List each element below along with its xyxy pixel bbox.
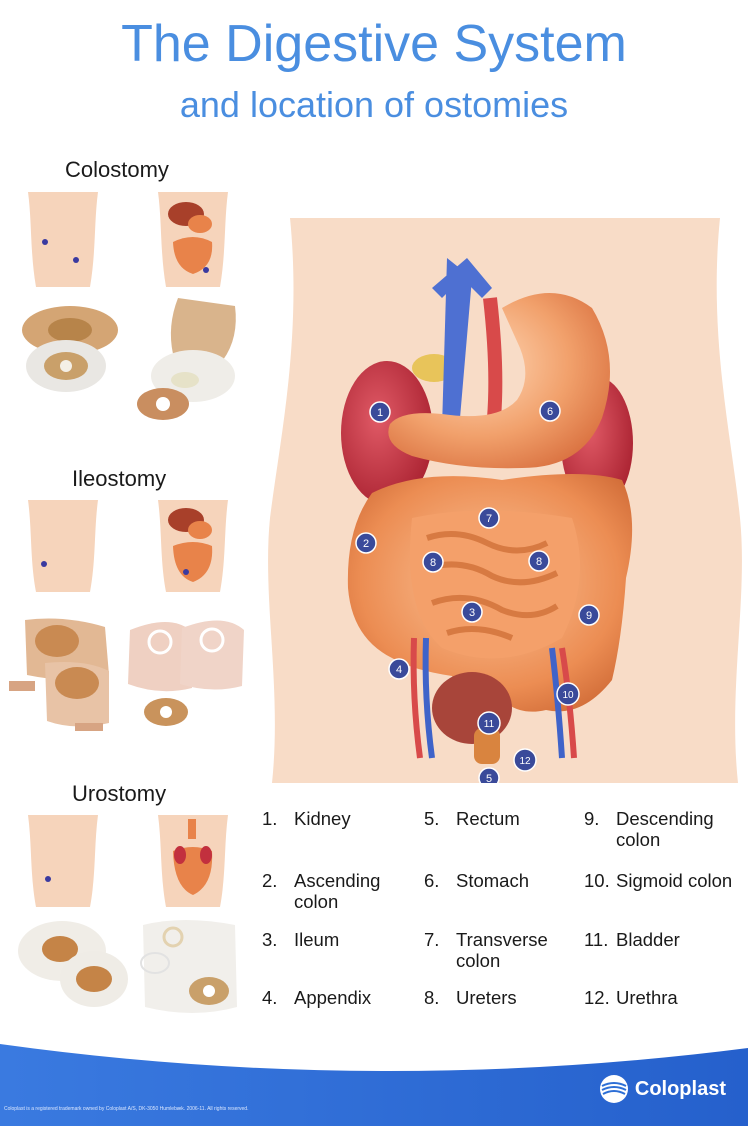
section-heading-ileostomy: Ileostomy bbox=[72, 466, 167, 491]
marker-12: 12 bbox=[513, 748, 537, 772]
legend-label: Kidney bbox=[294, 808, 351, 829]
section-heading-colostomy: Colostomy bbox=[65, 157, 169, 182]
marker-label: 4 bbox=[396, 664, 402, 676]
section-heading-urostomy: Urostomy bbox=[72, 781, 167, 806]
legend-number: 9. bbox=[584, 808, 600, 829]
urostomy-pouch-image-2 bbox=[140, 920, 237, 1013]
legend-label: Ascending colon bbox=[294, 870, 381, 912]
marker-8-right: 8 bbox=[528, 550, 550, 572]
marker-label: 11 bbox=[484, 719, 495, 730]
marker-label: 8 bbox=[430, 557, 436, 569]
marker-label: 8 bbox=[536, 556, 542, 568]
legend-label: Ureters bbox=[456, 987, 517, 1008]
ileostomy-organs-image bbox=[158, 500, 228, 592]
marker-7: 7 bbox=[478, 507, 500, 529]
marker-label: 7 bbox=[486, 513, 492, 525]
marker-11: 11 bbox=[477, 711, 501, 735]
organ-legend: 1. Kidney 2. Ascending colon 3. Ileum 4.… bbox=[262, 808, 732, 1023]
legend-number: 10. bbox=[584, 870, 610, 891]
marker-6: 6 bbox=[539, 400, 561, 422]
colostomy-pouch-image-2 bbox=[137, 298, 236, 420]
legend-label: Urethra bbox=[616, 987, 678, 1008]
legend-label: Stomach bbox=[456, 870, 530, 891]
rectum bbox=[474, 728, 500, 764]
legend-label: Transverse colon bbox=[456, 929, 548, 971]
colostomy-organs-image bbox=[158, 192, 228, 287]
bladder bbox=[432, 672, 512, 744]
legend-number: 2. bbox=[262, 870, 278, 891]
legend-number: 3. bbox=[262, 929, 278, 950]
legend-number: 8. bbox=[424, 987, 440, 1008]
page-title: The Digestive System bbox=[121, 15, 627, 73]
legend-number: 7. bbox=[424, 929, 440, 950]
colostomy-torso-image bbox=[28, 192, 98, 287]
marker-label: 5 bbox=[486, 773, 492, 783]
marker-3: 3 bbox=[461, 601, 483, 623]
legend-number: 5. bbox=[424, 808, 440, 829]
legend-label: Bladder bbox=[616, 929, 680, 950]
legend-label: Ileum bbox=[294, 929, 340, 950]
marker-label: 2 bbox=[363, 538, 369, 550]
legend-number: 11. bbox=[584, 929, 609, 950]
legend-number: 1. bbox=[262, 808, 278, 829]
marker-label: 12 bbox=[519, 756, 531, 767]
coloplast-logo-icon bbox=[599, 1075, 628, 1103]
marker-10: 10 bbox=[556, 682, 580, 706]
page-subtitle: and location of ostomies bbox=[179, 84, 569, 125]
ileostomy-pouch-image-2 bbox=[128, 620, 244, 726]
stomach bbox=[388, 293, 610, 469]
marker-2: 2 bbox=[355, 532, 377, 554]
footer-wave bbox=[0, 1044, 748, 1126]
ileostomy-torso-image bbox=[28, 500, 98, 592]
colostomy-pouch-image-1 bbox=[22, 306, 118, 392]
brand-name: Coloplast bbox=[634, 1077, 726, 1100]
marker-8-left: 8 bbox=[422, 551, 444, 573]
marker-1: 1 bbox=[369, 401, 391, 423]
urostomy-organs-image bbox=[158, 815, 228, 907]
marker-label: 1 bbox=[377, 407, 383, 419]
legend-number: 12. bbox=[584, 987, 610, 1008]
legend-label: Descending colon bbox=[616, 808, 714, 850]
esophagus-vessel bbox=[442, 258, 472, 428]
brand-logo: Coloplast bbox=[599, 1074, 726, 1104]
legend-label: Sigmoid colon bbox=[616, 870, 733, 891]
digestive-system-diagram: 1 2 3 4 5 6 7 8 8 9 10 11 12 bbox=[268, 218, 742, 783]
ileostomy-pouch-image-1 bbox=[9, 618, 109, 731]
marker-label: 6 bbox=[547, 406, 553, 418]
legend-number: 4. bbox=[262, 987, 278, 1008]
marker-label: 10 bbox=[562, 690, 574, 701]
legend-label: Appendix bbox=[294, 987, 372, 1008]
marker-label: 9 bbox=[586, 610, 592, 622]
marker-9: 9 bbox=[578, 604, 600, 626]
legend-number: 6. bbox=[424, 870, 440, 891]
marker-5: 5 bbox=[478, 767, 500, 783]
marker-label: 3 bbox=[469, 607, 475, 619]
marker-4: 4 bbox=[388, 658, 410, 680]
legend-label: Rectum bbox=[456, 808, 520, 829]
urostomy-pouch-image-1 bbox=[18, 921, 128, 1007]
kidney-left bbox=[341, 361, 433, 505]
urostomy-torso-image bbox=[28, 815, 98, 907]
fine-print: Coloplast is a registered trademark owne… bbox=[4, 1106, 249, 1112]
